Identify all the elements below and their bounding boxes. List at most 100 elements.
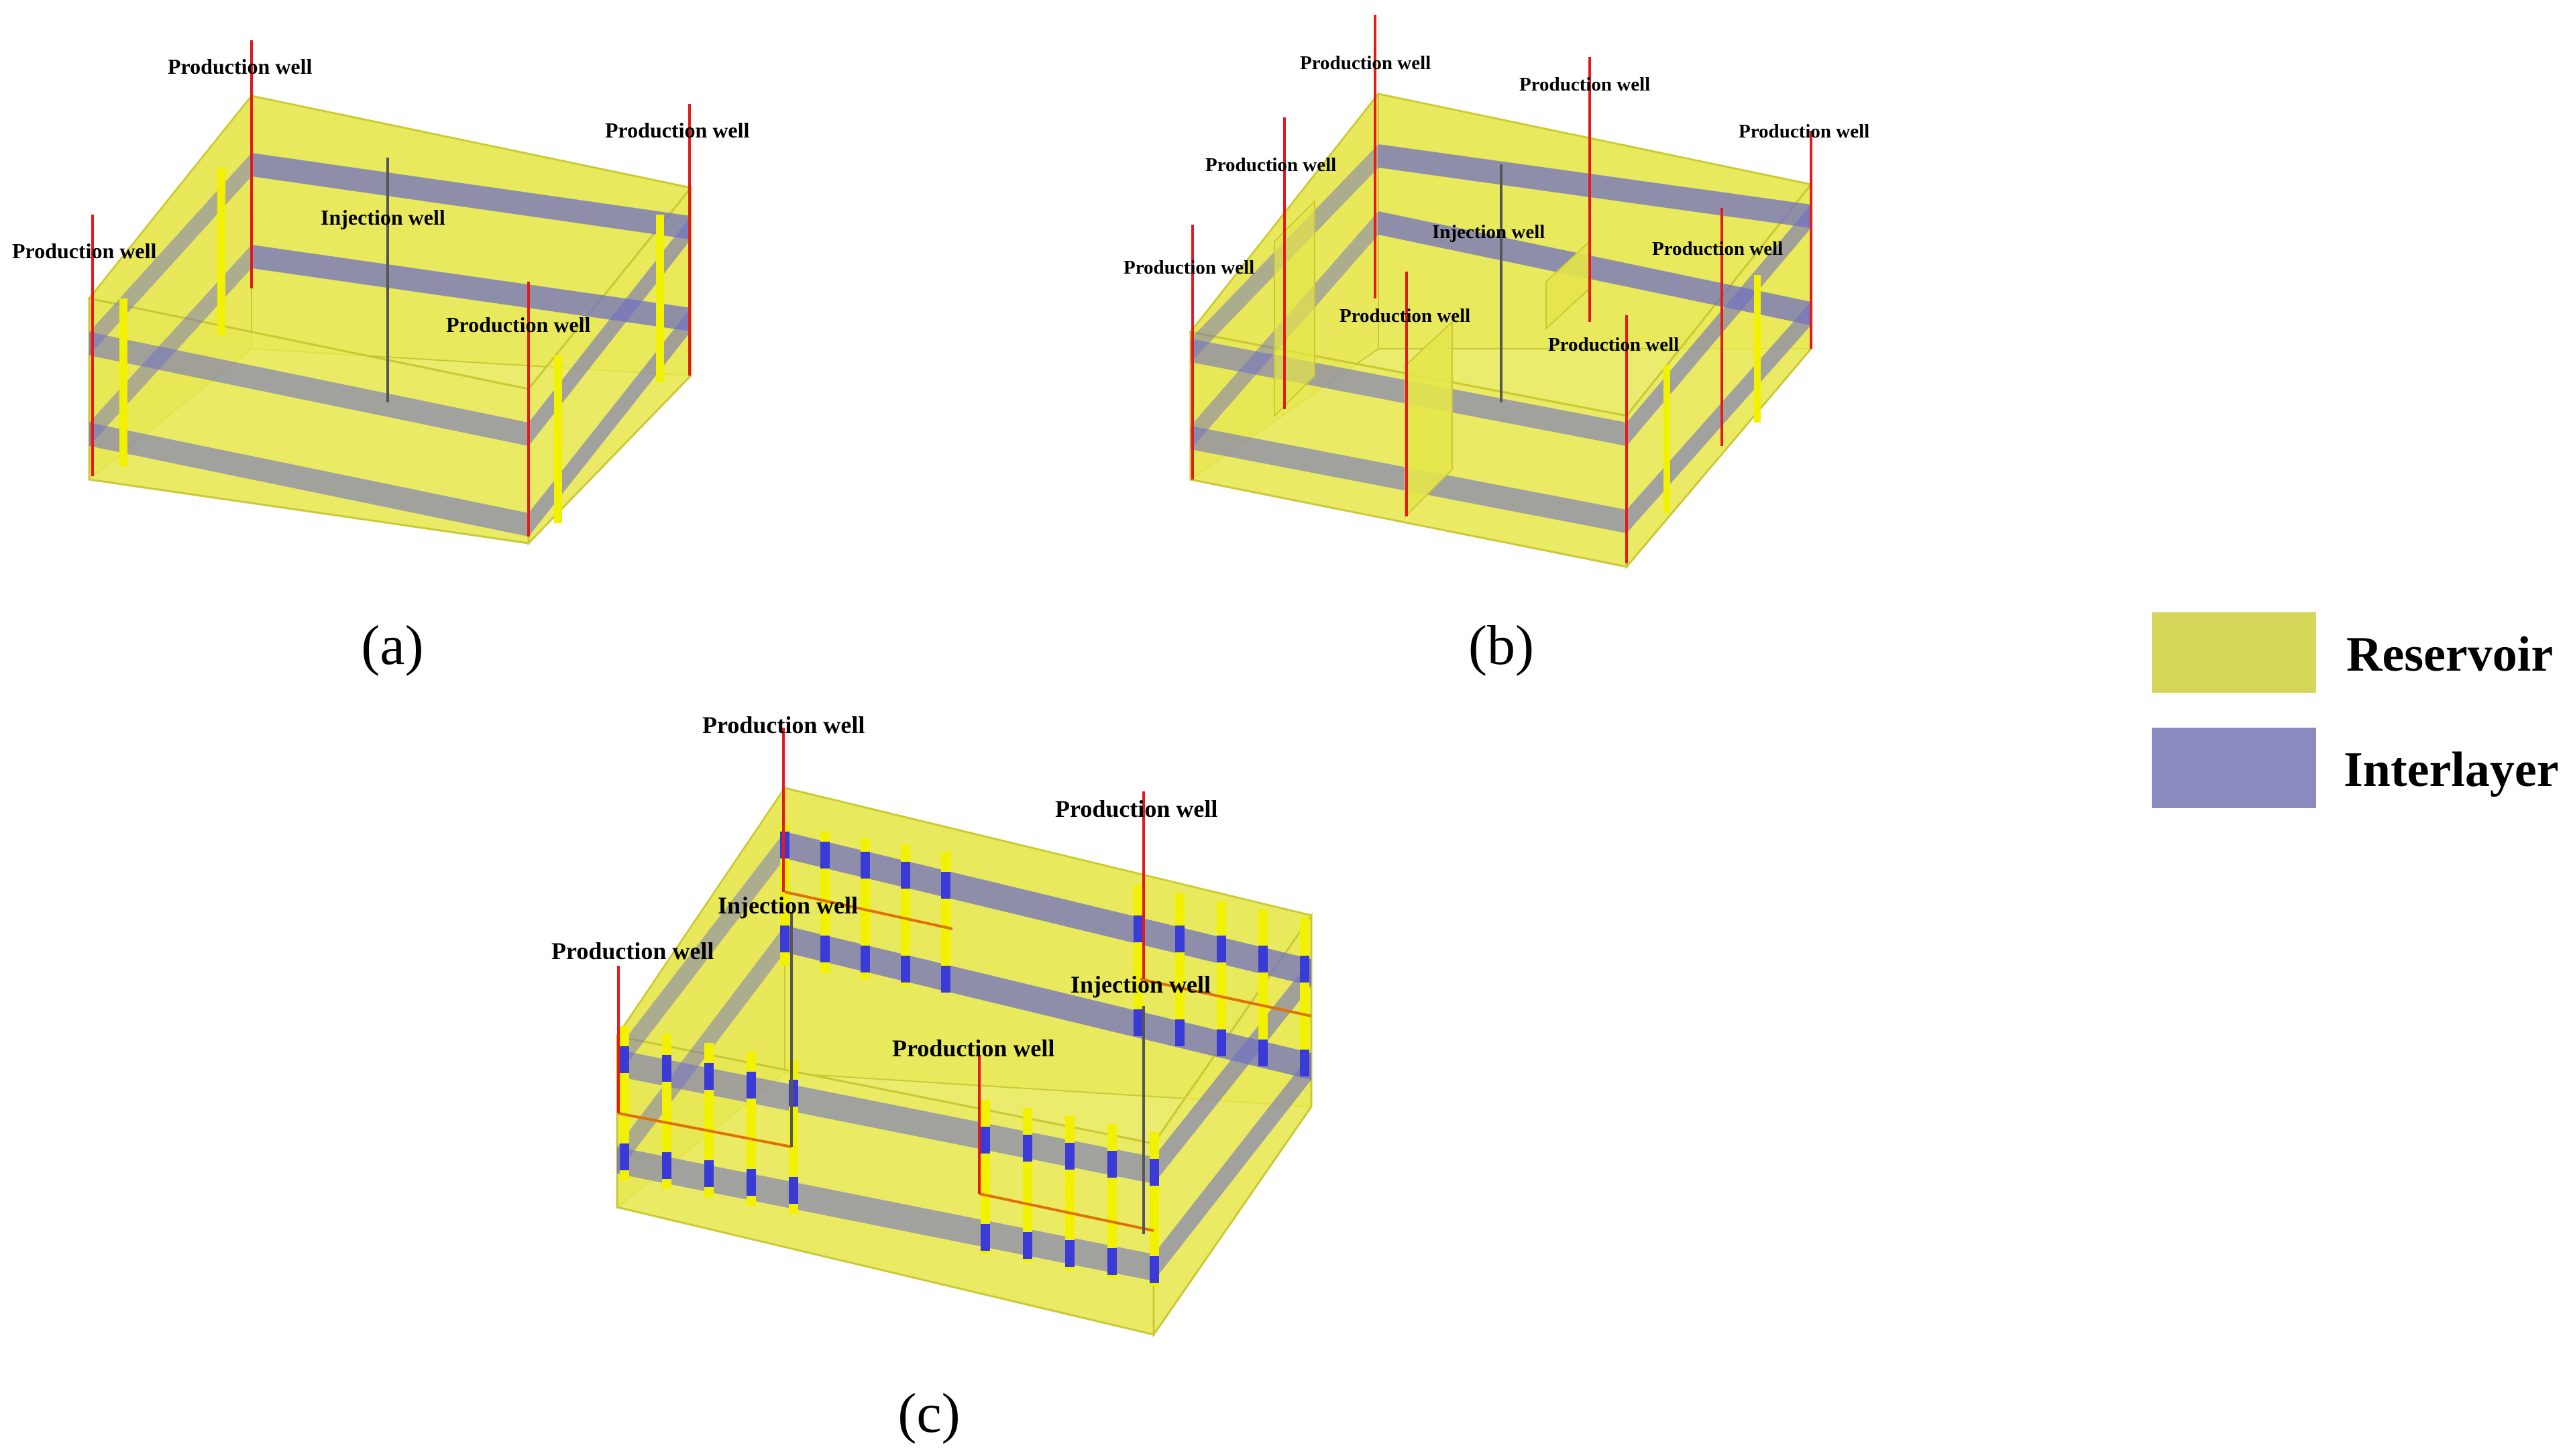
fracture-b-2 — [1663, 366, 1670, 513]
production-well-label: Production well — [551, 938, 714, 964]
horizontal-well-c-4 — [1140, 978, 1312, 1017]
panel-label-a: (a) — [361, 614, 423, 677]
wells-c — [617, 728, 1145, 1234]
fracture-c-br-5 — [1300, 917, 1309, 1065]
interlayer-mark — [1300, 1050, 1309, 1076]
interlayer-mark — [620, 1143, 629, 1170]
horizontal-well-c-3 — [784, 891, 953, 930]
interlayer-mark — [941, 872, 950, 899]
horizontal-well-c-1 — [618, 1112, 792, 1148]
production-well-label: Production well — [12, 239, 157, 263]
legend-swatch-interlayer — [2152, 728, 2316, 808]
well-labels-c: Production well Production well Injectio… — [551, 712, 1217, 1062]
interlayer-mark — [820, 936, 830, 962]
wells-a — [91, 40, 691, 537]
horizontal-well-c-2 — [979, 1192, 1154, 1232]
production-well-label: Production well — [1339, 305, 1470, 327]
interlayer-mark — [1107, 1248, 1117, 1275]
interlayer-a-right-1 — [529, 216, 691, 446]
injection-well-label: Injection well — [321, 205, 445, 229]
well-labels-b: Production well Production well Producti… — [1124, 52, 1869, 355]
interlayer-mark — [820, 842, 830, 869]
interlayer-mark — [1107, 1151, 1117, 1178]
production-well-label: Production well — [1124, 257, 1254, 278]
fracture-c-br-4 — [1258, 909, 1268, 1057]
interlayer-c-left-1 — [617, 832, 785, 1076]
injection-well-label: Injection well — [1432, 221, 1545, 243]
interlayer-b-back-2 — [1378, 211, 1811, 325]
fracture-a-3 — [554, 355, 562, 523]
interlayer-mark — [1258, 946, 1268, 972]
fracture-a-1 — [119, 298, 127, 466]
interlayer-mark — [620, 1046, 629, 1073]
reservoir-block-a — [87, 94, 693, 546]
interlayer-mark — [1065, 1143, 1075, 1170]
panel-a: Production well Production well Producti… — [12, 40, 750, 677]
production-well-label: Production well — [1548, 334, 1679, 355]
legend: Reservoir Interlayer — [2152, 612, 2559, 808]
interlayer-c-left-2 — [617, 926, 785, 1174]
fracture-interlayer-marks-c — [620, 832, 1309, 1283]
interlayer-mark — [789, 1177, 798, 1204]
interlayer-mark — [981, 1224, 990, 1251]
production-well-label: Production well — [1300, 52, 1431, 74]
interlayer-mark — [1175, 926, 1185, 952]
production-well-label: Production well — [1205, 154, 1336, 176]
interlayer-mark — [861, 852, 870, 879]
interlayer-mark — [704, 1160, 714, 1187]
interlayer-b-back-1 — [1378, 144, 1811, 228]
interlayer-mark — [704, 1063, 714, 1090]
interlayer-b-right-2 — [1627, 302, 1811, 533]
interlayer-mark — [861, 946, 870, 972]
production-well-label: Production well — [1652, 238, 1783, 260]
production-well-label: Production well — [1055, 795, 1217, 822]
fracture-c-br-2 — [1175, 893, 1185, 1041]
interlayer-mark — [1134, 915, 1143, 942]
interlayer-a-left-2 — [89, 245, 252, 446]
well-labels-a: Production well Production well Producti… — [12, 54, 750, 337]
interlayer-mark — [901, 862, 910, 889]
interlayer-mark — [1150, 1159, 1159, 1186]
injection-well-label: Injection well — [718, 892, 858, 919]
interlayers-a — [89, 153, 691, 537]
interlayer-mark — [747, 1169, 756, 1196]
interlayer-mark — [1065, 1240, 1075, 1267]
interlayer-mark — [901, 956, 910, 983]
interlayer-mark — [941, 966, 950, 993]
panel-label-b: (b) — [1468, 614, 1534, 677]
production-well-label: Production well — [702, 712, 865, 738]
production-well-label: Production well — [168, 54, 313, 78]
interlayer-a-front-2 — [89, 423, 529, 537]
fracture-c-br-3 — [1217, 901, 1226, 1049]
panel-c: Production well Production well Injectio… — [551, 712, 1313, 1445]
interlayer-c-right-2 — [1154, 1053, 1311, 1281]
interlayer-a-left-1 — [89, 153, 252, 355]
interlayer-mark — [662, 1152, 671, 1179]
interlayer-mark — [981, 1127, 990, 1154]
injection-well-label: Injection well — [1071, 971, 1211, 998]
interlayer-mark — [747, 1072, 756, 1099]
legend-label-interlayer: Interlayer — [2344, 742, 2559, 797]
interlayer-mark — [780, 926, 789, 952]
fracture-a-4 — [656, 215, 664, 382]
legend-label-reservoir: Reservoir — [2346, 627, 2553, 682]
panel-b: Production well Production well Producti… — [1124, 15, 1869, 677]
fractures-a — [119, 168, 664, 523]
legend-swatch-reservoir — [2152, 612, 2316, 693]
production-well-label: Production well — [1739, 121, 1869, 142]
interlayer-mark — [1217, 1029, 1226, 1056]
production-well-label: Production well — [892, 1035, 1054, 1062]
interlayer-mark — [1150, 1256, 1159, 1283]
interlayer-mark — [1258, 1040, 1268, 1066]
horizontal-wells-c — [618, 891, 1312, 1232]
interlayer-mark — [1023, 1232, 1032, 1259]
interlayer-b-right-1 — [1627, 205, 1811, 446]
interlayer-mark — [1134, 1009, 1143, 1036]
interlayer-a-back-2 — [252, 245, 691, 331]
interlayer-mark — [1217, 936, 1226, 962]
interlayer-c-right-1 — [1154, 959, 1311, 1184]
interlayer-a-right-2 — [529, 308, 691, 537]
fracture-b-1 — [1754, 275, 1761, 423]
fracture-a-2 — [217, 168, 225, 335]
